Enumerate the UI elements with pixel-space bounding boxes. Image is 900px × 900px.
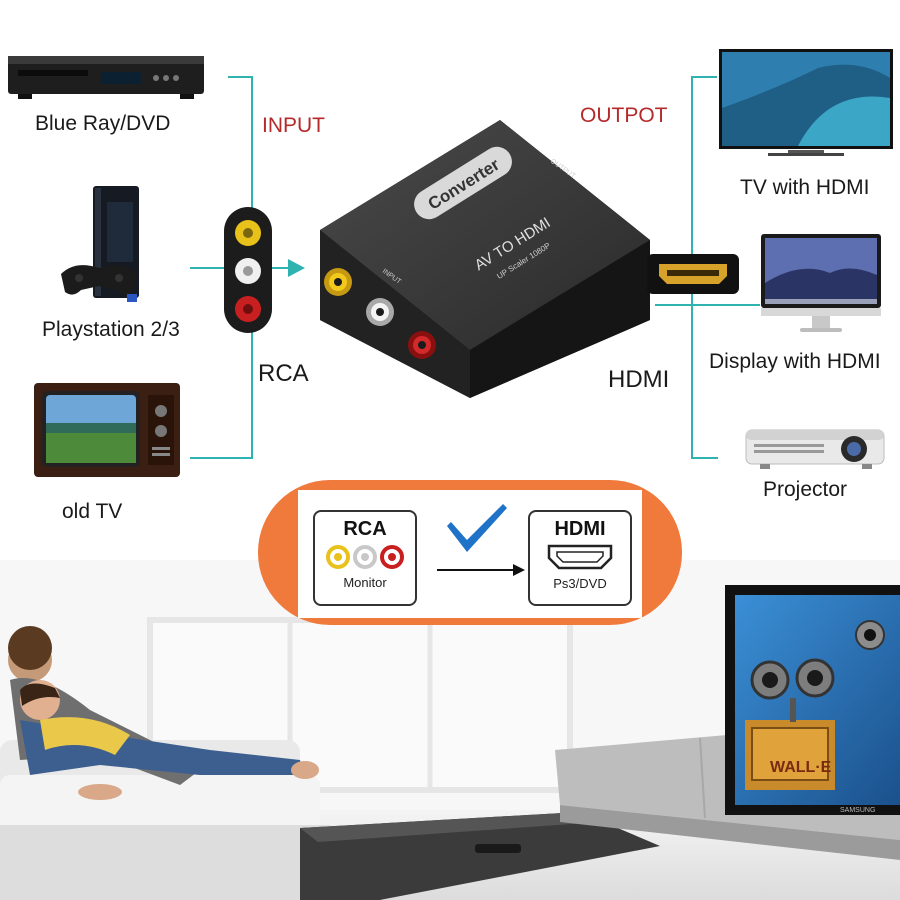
rca-port-yellow (324, 268, 352, 296)
rca-jacks-icon (326, 545, 404, 569)
conversion-panel: RCA Monitor HDMI Ps3/DVD (298, 490, 642, 618)
display-hdmi-image (761, 234, 881, 332)
projector-image (745, 429, 885, 469)
rca-label: RCA (258, 360, 309, 387)
tv-hdmi-image (719, 49, 893, 156)
conversion-arrow-icon (437, 504, 525, 576)
playstation-image (61, 186, 139, 302)
hdmi-box-sub: Ps3/DVD (553, 576, 607, 591)
rca-box-title: RCA (343, 518, 387, 540)
rca-plug-icon (224, 207, 272, 333)
coffee-table (300, 812, 660, 900)
rca-port-white (366, 298, 394, 326)
rca-box-sub: Monitor (343, 575, 387, 590)
projector-label: Projector (763, 478, 848, 501)
wall-tv: WALL·E SAMSUNG (725, 585, 900, 815)
bluray-player-image (8, 56, 204, 99)
living-room-scene: WALL·E SAMSUNG (0, 560, 900, 900)
checkmark-icon (447, 504, 507, 552)
hdmi-connector-icon (647, 254, 739, 294)
input-heading: INPUT (262, 114, 325, 137)
display-hdmi-label: Display with HDMI (709, 350, 881, 373)
tv-hdmi-label: TV with HDMI (740, 176, 870, 199)
old-tv-label: old TV (62, 500, 123, 523)
bluray-label: Blue Ray/DVD (35, 112, 171, 135)
rca-monitor-box: RCA Monitor (313, 510, 417, 606)
output-heading: OUTPOT (580, 104, 668, 127)
couple-on-sofa (8, 626, 319, 800)
old-tv-image (34, 383, 180, 477)
sofa (0, 740, 330, 900)
hdmi-box-title: HDMI (554, 518, 606, 540)
conversion-banner: RCA Monitor HDMI Ps3/DVD (258, 480, 682, 625)
remote-control (475, 844, 521, 853)
converter-device: Converter AV TO HDMI UP Scaler 1080P INP… (320, 120, 650, 398)
playstation-label: Playstation 2/3 (42, 318, 180, 341)
tv-brand-logo: SAMSUNG (840, 807, 875, 814)
movie-title: WALL·E (770, 759, 832, 776)
hdmi-label: HDMI (608, 366, 670, 393)
hdmi-port-icon (547, 544, 613, 570)
hdmi-ps3-box: HDMI Ps3/DVD (528, 510, 632, 606)
rca-port-red (408, 331, 436, 359)
